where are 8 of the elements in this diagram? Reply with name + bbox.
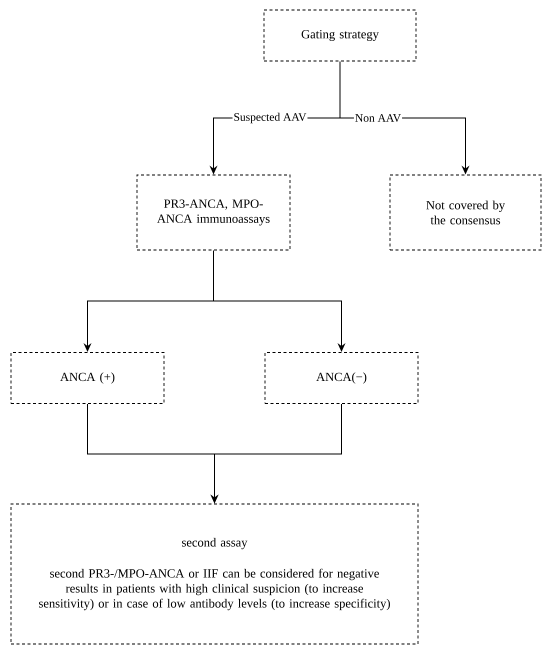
process-box: ANCA (+) [10, 352, 164, 404]
process-box: second assay second PR3-/MPO-ANCA or IIF can be considered for negative results in patients with high clinical suspicion (to increase sensitivity) or in case of low antibody levels (to increase specificity) [10, 504, 418, 644]
edge-label: Suspected AAV [232, 112, 308, 124]
edge-label: Non AAV [354, 113, 402, 123]
process-box: Not covered by the consensus [390, 174, 542, 250]
process-box: PR3-ANCA, MPO-ANCA immunoassays [136, 174, 290, 250]
process-box: Gating strategy [264, 10, 416, 62]
process-box: ANCA(−) [264, 352, 418, 404]
